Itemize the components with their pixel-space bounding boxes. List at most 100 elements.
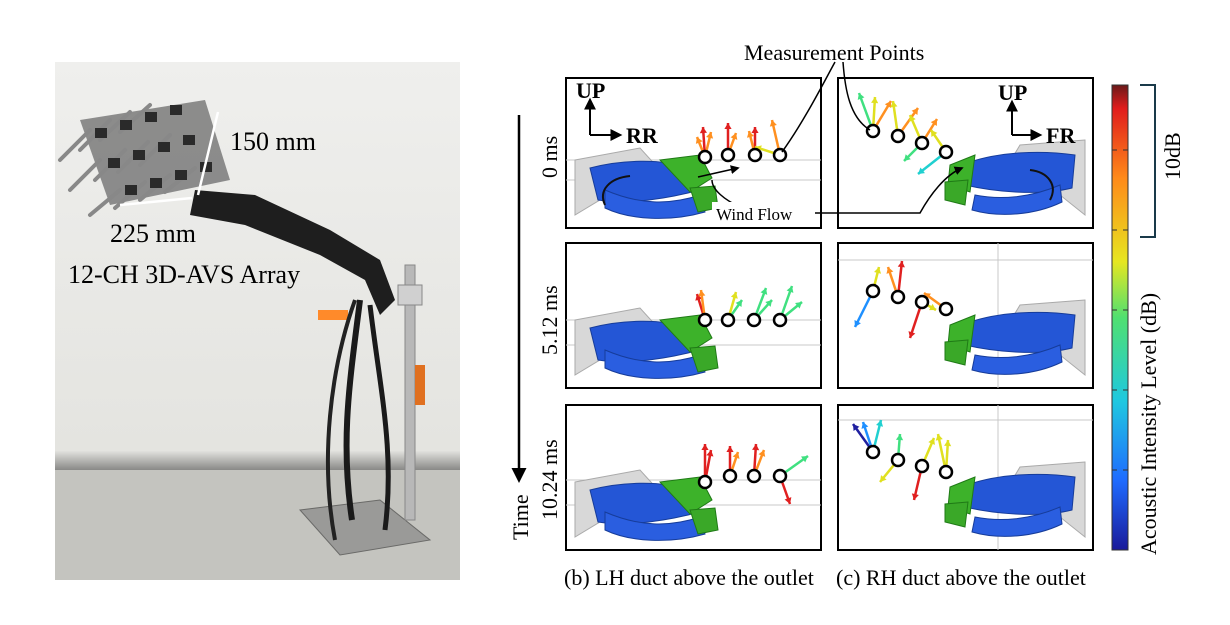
measurement-point	[914, 294, 930, 310]
measurement-point	[747, 147, 763, 163]
vector-arrowhead	[765, 300, 772, 307]
measurement-point	[697, 149, 713, 165]
vector-arrowhead	[908, 331, 916, 338]
vector-arrowhead	[897, 261, 905, 268]
measurement-point	[772, 312, 788, 328]
vector-arrowhead	[909, 115, 916, 122]
vector-arrowhead	[918, 167, 925, 174]
axis-indicator-c	[1006, 99, 1043, 141]
measurement-point	[772, 468, 788, 484]
axis-fr-label: FR	[1046, 123, 1076, 148]
vector-arrowhead	[699, 127, 707, 134]
colorbar-label: Acoustic Intensity Level (dB)	[1136, 293, 1161, 555]
vector-arrowhead	[730, 133, 738, 140]
vector-arrowhead	[935, 434, 943, 441]
measurement-point	[722, 468, 738, 484]
vector-arrowhead	[929, 303, 936, 311]
row-label-512ms: 5.12 ms	[537, 285, 562, 355]
vector-arrowhead	[871, 97, 879, 104]
vector-arrowhead	[924, 293, 931, 300]
axis-rr-label: RR	[626, 123, 659, 148]
vector-arrowhead	[795, 302, 802, 309]
vector-arrowhead	[784, 497, 792, 504]
vector-arrowhead	[758, 450, 766, 457]
caption-b: (b) LH duct above the outlet	[564, 565, 814, 590]
vector-arrowhead	[874, 267, 882, 274]
vector-arrowhead	[698, 290, 706, 297]
vector-arrowhead	[911, 108, 918, 115]
rh-duct-models	[944, 139, 1086, 539]
measurement-point	[720, 312, 736, 328]
axis-up-c: UP	[998, 80, 1027, 105]
measurement-point	[938, 464, 954, 480]
colorbar-gradient	[1111, 84, 1129, 551]
range-bracket	[1140, 84, 1156, 238]
vector-arrowhead	[701, 444, 709, 450]
vector-arrowhead	[861, 422, 869, 429]
avs-array-head	[58, 100, 230, 217]
vector-arrowhead	[930, 119, 937, 126]
measurement-point	[865, 444, 881, 460]
measurement-point	[697, 474, 713, 490]
vector-arrowhead	[751, 127, 759, 133]
vector-arrowhead	[695, 294, 703, 301]
panel-c-512ms	[837, 242, 1094, 389]
vector-arrowhead	[801, 456, 808, 463]
apparatus-photo: 150 mm 225 mm 12-CH 3D-AVS Array	[55, 62, 460, 580]
vector-arrowhead	[706, 132, 714, 139]
colorbar: 10dB Acoustic Intensity Level (dB)	[1111, 84, 1185, 555]
vector-arrowhead	[769, 120, 777, 127]
dimension-150mm: 150 mm	[230, 127, 316, 156]
vector-arrowhead	[724, 123, 732, 129]
vector-arrowhead	[857, 93, 865, 100]
axis-indicator-b	[584, 97, 623, 141]
vector-arrowhead	[880, 475, 887, 482]
measurement-point	[865, 283, 881, 299]
panel-b-512ms	[565, 242, 822, 389]
measurement-point	[772, 147, 788, 163]
measurement-point	[865, 123, 881, 139]
range-label: 10dB	[1160, 132, 1185, 180]
vector-arrowhead	[706, 450, 714, 457]
vector-arrowhead	[895, 434, 904, 441]
vector-arrowhead	[695, 137, 703, 144]
vector-arrowhead	[853, 424, 860, 431]
measurement-points-label: Measurement Points	[744, 40, 924, 65]
vector-arrowhead	[730, 292, 738, 299]
measurement-point	[697, 312, 713, 328]
panel-b-1024ms	[565, 404, 822, 551]
vector-arrowhead	[911, 493, 919, 500]
measurement-points	[697, 123, 954, 490]
vector-arrowhead	[752, 444, 760, 451]
vector-arrowhead	[726, 446, 734, 452]
dimension-225mm: 225 mm	[110, 219, 196, 248]
vector-arrowhead	[884, 101, 891, 108]
axis-up-b: UP	[576, 78, 605, 103]
vector-arrowhead	[786, 286, 794, 293]
vector-arrowhead	[735, 300, 742, 307]
row-label-1024ms: 10.24 ms	[537, 439, 562, 520]
panel-c-0ms	[837, 77, 1094, 229]
measurement-point	[720, 147, 736, 163]
measurement-callout-lines	[781, 61, 871, 153]
vector-arrowhead	[944, 440, 952, 447]
vector-arrowhead	[890, 101, 898, 108]
measurement-point	[890, 452, 906, 468]
vector-arrowhead	[928, 438, 935, 445]
lh-duct-models	[574, 147, 719, 541]
vector-arrowhead	[854, 320, 861, 327]
measurement-point	[746, 312, 762, 328]
caption-c: (c) RH duct above the outlet	[836, 565, 1086, 590]
vector-arrowhead	[746, 131, 754, 138]
array-name-label: 12-CH 3D-AVS Array	[68, 260, 300, 289]
wind-flow-label: Wind Flow	[716, 205, 793, 224]
vector-arrowhead	[931, 130, 938, 137]
vector-arrowhead	[760, 288, 768, 295]
measurement-point	[746, 468, 762, 484]
measurement-point	[890, 128, 906, 144]
vector-arrowhead	[886, 267, 894, 274]
panel-grid	[565, 77, 1094, 551]
vector-arrowhead	[904, 154, 911, 161]
measurement-point	[914, 135, 930, 151]
